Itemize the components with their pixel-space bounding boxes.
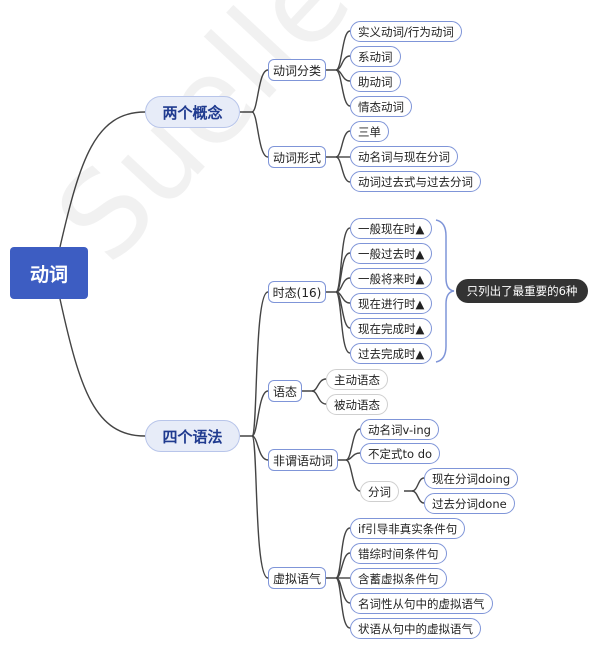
leaf-item[interactable]: 三单 [350, 121, 389, 142]
tense-item[interactable]: 一般过去时▲ [350, 243, 433, 264]
leaf-item[interactable]: 动名词与现在分词 [350, 146, 458, 167]
subjunctive-item[interactable]: 错综时间条件句 [350, 543, 447, 564]
tense-item[interactable]: 现在进行时▲ [350, 293, 433, 314]
group-verb-classification[interactable]: 动词分类 [268, 59, 326, 81]
subjunctive-item[interactable]: 状语从句中的虚拟语气 [350, 618, 481, 639]
tense-item[interactable]: 现在完成时▲ [350, 318, 433, 339]
leaf-item[interactable]: 实义动词/行为动词 [350, 21, 462, 42]
callout-note[interactable]: 只列出了最重要的6种 [456, 279, 588, 303]
subjunctive-item[interactable]: 含蓄虚拟条件句 [350, 568, 447, 589]
branch-four-grammars[interactable]: 四个语法 [145, 420, 240, 452]
tense-item[interactable]: 一般现在时▲ [350, 218, 433, 239]
group-nonfinite-verbs[interactable]: 非谓语动词 [268, 449, 338, 471]
participle-node[interactable]: 分词 [360, 481, 399, 502]
group-tense[interactable]: 时态(16) [268, 281, 326, 303]
tense-item[interactable]: 过去完成时▲ [350, 343, 433, 364]
root-node[interactable]: 动词 [10, 247, 88, 299]
nonfinite-item[interactable]: 动名词v-ing [360, 419, 439, 440]
tense-item[interactable]: 一般将来时▲ [350, 268, 433, 289]
participle-item[interactable]: 现在分词doing [424, 468, 519, 489]
subjunctive-item[interactable]: if引导非真实条件句 [350, 518, 466, 539]
branch-two-concepts[interactable]: 两个概念 [145, 96, 240, 128]
leaf-item[interactable]: 系动词 [350, 46, 401, 67]
leaf-item[interactable]: 动词过去式与过去分词 [350, 171, 481, 192]
leaf-item[interactable]: 助动词 [350, 71, 401, 92]
voice-item[interactable]: 被动语态 [326, 394, 388, 415]
participle-item[interactable]: 过去分词done [424, 493, 515, 514]
group-verb-forms[interactable]: 动词形式 [268, 146, 326, 168]
voice-item[interactable]: 主动语态 [326, 369, 388, 390]
group-subjunctive[interactable]: 虚拟语气 [268, 567, 326, 589]
nonfinite-item[interactable]: 不定式to do [360, 443, 441, 464]
group-voice[interactable]: 语态 [268, 380, 302, 402]
subjunctive-item[interactable]: 名词性从句中的虚拟语气 [350, 593, 493, 614]
leaf-item[interactable]: 情态动词 [350, 96, 412, 117]
